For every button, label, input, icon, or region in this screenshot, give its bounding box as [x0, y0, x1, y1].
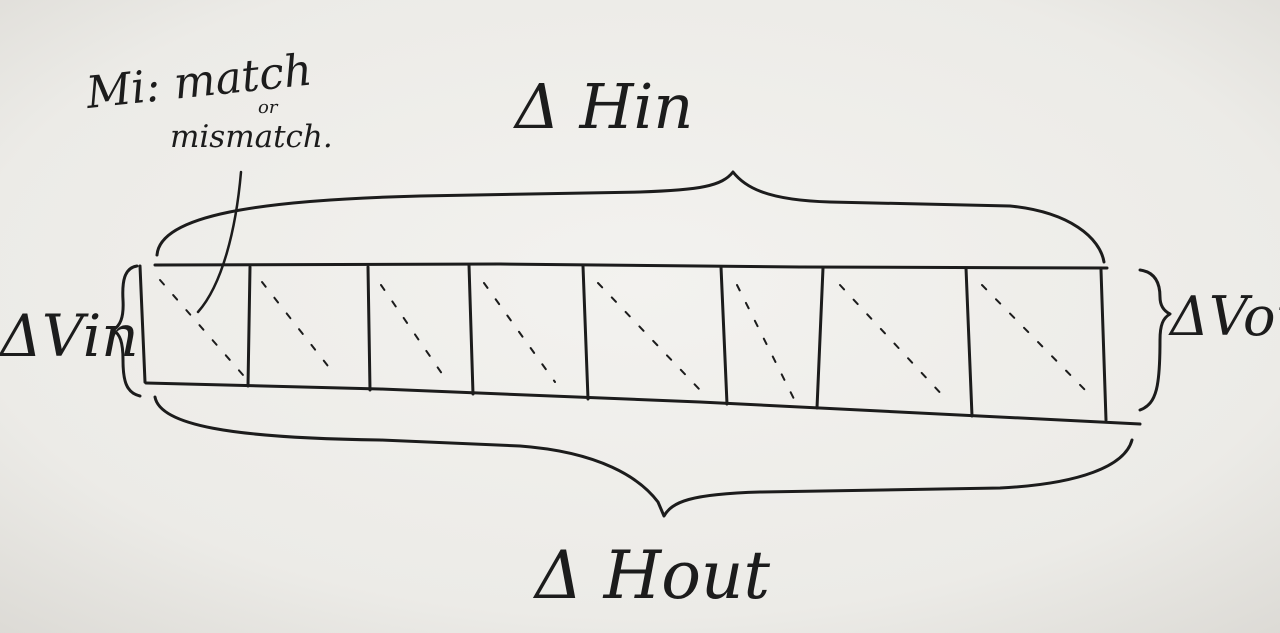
note-pointer-line — [196, 170, 243, 314]
cell-divider-5 — [719, 265, 729, 406]
cell-diagonal-8 — [981, 284, 1091, 396]
right-brace — [1138, 268, 1172, 412]
cell-divider-6 — [815, 266, 825, 410]
cell-divider-7 — [964, 266, 974, 418]
cell-diagonal-1 — [159, 279, 244, 376]
cell-diagonal-3 — [380, 284, 448, 382]
cell-diagonal-6 — [736, 284, 796, 402]
cell-divider-8 — [1099, 268, 1108, 422]
left-brace — [111, 264, 142, 398]
cell-divider-0 — [138, 264, 147, 384]
cell-diagonal-2 — [261, 281, 336, 376]
delta-h-out-label: Δ Hout — [532, 537, 770, 614]
cell-divider-1 — [246, 265, 252, 388]
cell-diagonal-4 — [483, 282, 556, 383]
bottom-brace — [153, 395, 1134, 518]
cell-divider-2 — [366, 265, 372, 392]
cell-diagonal-5 — [597, 282, 701, 391]
cell-diagonal-7 — [839, 284, 946, 399]
delta-h-in-label: Δ Hin — [513, 70, 693, 143]
grid-bottom-edge — [144, 381, 1142, 426]
delta-v-out-label: ΔVout — [1168, 285, 1280, 348]
note-line-3: mismatch. — [170, 119, 333, 155]
delta-v-in-label: ΔVin — [0, 302, 139, 370]
cell-divider-3 — [467, 263, 475, 396]
cell-divider-4 — [581, 264, 590, 401]
note-line-2: or — [258, 97, 279, 118]
grid-top-edge — [153, 262, 1109, 270]
